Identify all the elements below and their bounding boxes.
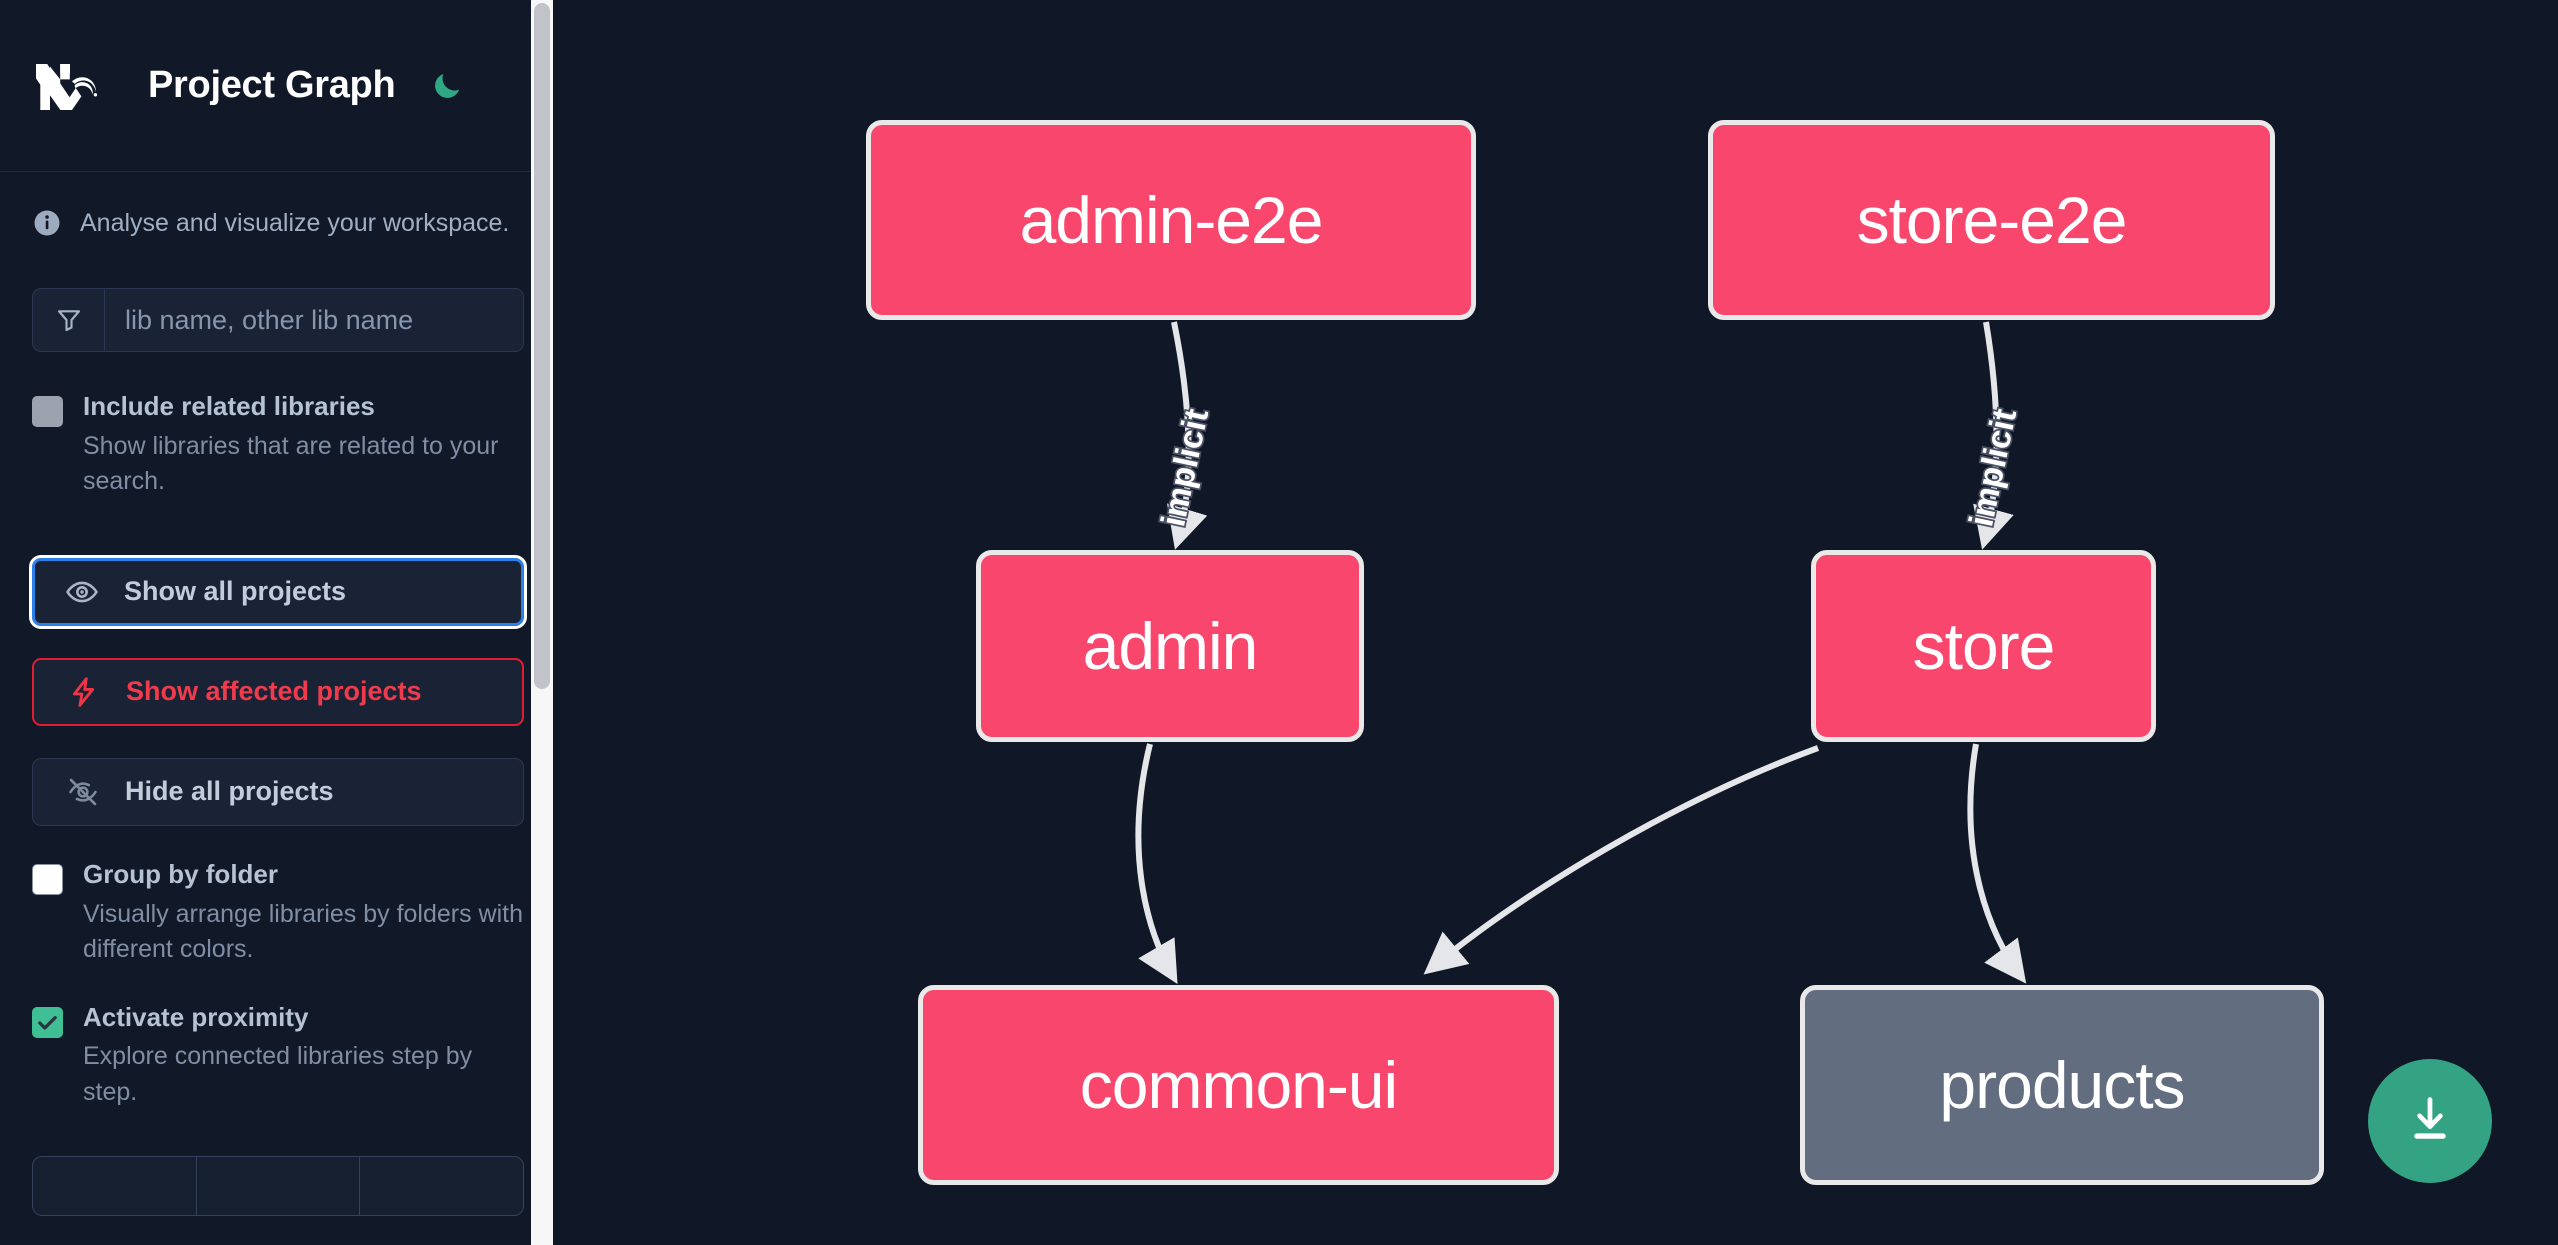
button-label: Show affected projects bbox=[126, 676, 422, 707]
option-label: Activate proximity bbox=[83, 1001, 309, 1032]
page-title: Project Graph bbox=[148, 64, 396, 106]
option-description: Explore connected libraries step by step… bbox=[83, 1042, 473, 1106]
option-activate-proximity[interactable]: Activate proximity Explore connected lib… bbox=[0, 1001, 556, 1111]
nx-logo-icon bbox=[32, 58, 116, 114]
option-description: Visually arrange libraries by folders wi… bbox=[83, 899, 524, 964]
option-label: Include related libraries bbox=[83, 391, 375, 421]
sidebar-scrollbar-thumb[interactable] bbox=[534, 3, 550, 689]
graph-node-products[interactable]: products bbox=[1800, 985, 2324, 1185]
option-group-by-folder[interactable]: Group by folder Visually arrange librari… bbox=[0, 858, 556, 968]
graph-node-admin-e2e[interactable]: admin-e2e bbox=[866, 120, 1476, 320]
show-affected-projects-button[interactable]: Show affected projects bbox=[32, 657, 524, 726]
graph-node-admin[interactable]: admin bbox=[976, 550, 1364, 742]
hide-all-projects-button[interactable]: Hide all projects bbox=[32, 757, 524, 826]
graph-node-store[interactable]: store bbox=[1811, 550, 2156, 742]
node-label: store bbox=[1912, 609, 2056, 683]
edge-admin-e2e-to-admin bbox=[1167, 321, 1208, 550]
segment-1[interactable] bbox=[33, 1157, 197, 1216]
filter-funnel-icon bbox=[33, 289, 105, 351]
graph-canvas[interactable]: implicit implicit admin-e2e store-e2e ad… bbox=[556, 0, 2558, 1245]
eye-off-icon bbox=[63, 772, 103, 812]
sidebar-header: Project Graph bbox=[0, 0, 556, 172]
segment-3[interactable] bbox=[360, 1157, 523, 1215]
sidebar-scrollbar[interactable] bbox=[531, 0, 553, 1245]
segment-2[interactable] bbox=[197, 1157, 361, 1216]
node-label: products bbox=[1939, 1048, 2185, 1122]
info-circle-icon bbox=[32, 208, 62, 238]
search-field-wrapper[interactable] bbox=[32, 288, 524, 352]
option-include-related-libraries[interactable]: Include related libraries Show libraries… bbox=[0, 390, 556, 500]
graph-edges-layer: implicit implicit bbox=[1135, 321, 2027, 985]
moon-icon[interactable] bbox=[425, 64, 469, 108]
lightning-bolt-icon bbox=[64, 672, 104, 712]
edge-admin-to-common-ui bbox=[1135, 743, 1178, 985]
graph-node-store-e2e[interactable]: store-e2e bbox=[1708, 120, 2275, 320]
edge-label-implicit-admin: implicit bbox=[1153, 404, 1218, 532]
node-label: common-ui bbox=[1079, 1048, 1398, 1122]
show-all-projects-button[interactable]: Show all projects bbox=[29, 554, 527, 629]
download-graph-button[interactable] bbox=[2368, 1059, 2492, 1183]
button-label: Show all projects bbox=[124, 576, 347, 607]
edge-label-text: implicit bbox=[1962, 406, 2024, 530]
checkbox-include-related-libraries[interactable] bbox=[32, 396, 63, 427]
info-text: Analyse and visualize your workspace. bbox=[80, 208, 510, 237]
node-label: admin bbox=[1082, 609, 1259, 683]
graph-node-common-ui[interactable]: common-ui bbox=[918, 985, 1559, 1185]
edge-store-e2e-to-store bbox=[1973, 321, 2014, 550]
sidebar-edge bbox=[553, 0, 556, 1245]
node-label: store-e2e bbox=[1856, 183, 2128, 257]
edge-label-text: implicit bbox=[1154, 406, 1216, 530]
edge-store-to-common-ui bbox=[1423, 745, 1820, 975]
button-label: Hide all projects bbox=[125, 776, 334, 807]
eye-icon bbox=[62, 572, 102, 612]
edge-store-to-products bbox=[1967, 743, 2027, 984]
info-banner: Analyse and visualize your workspace. bbox=[0, 172, 556, 238]
project-action-buttons: Show all projects Show affected projects bbox=[29, 554, 527, 826]
segmented-control[interactable] bbox=[32, 1156, 524, 1217]
sidebar: Project Graph Analyse and visualize yo bbox=[0, 0, 556, 1245]
search-input[interactable] bbox=[105, 289, 523, 351]
edge-label-implicit-store: implicit bbox=[1961, 404, 2026, 532]
checkbox-activate-proximity[interactable] bbox=[32, 1006, 63, 1038]
option-label: Group by folder bbox=[83, 858, 278, 889]
download-icon bbox=[2403, 1092, 2457, 1151]
node-label: admin-e2e bbox=[1019, 183, 1324, 257]
checkbox-group-by-folder[interactable] bbox=[32, 863, 63, 895]
option-description: Show libraries that are related to your … bbox=[83, 431, 499, 496]
